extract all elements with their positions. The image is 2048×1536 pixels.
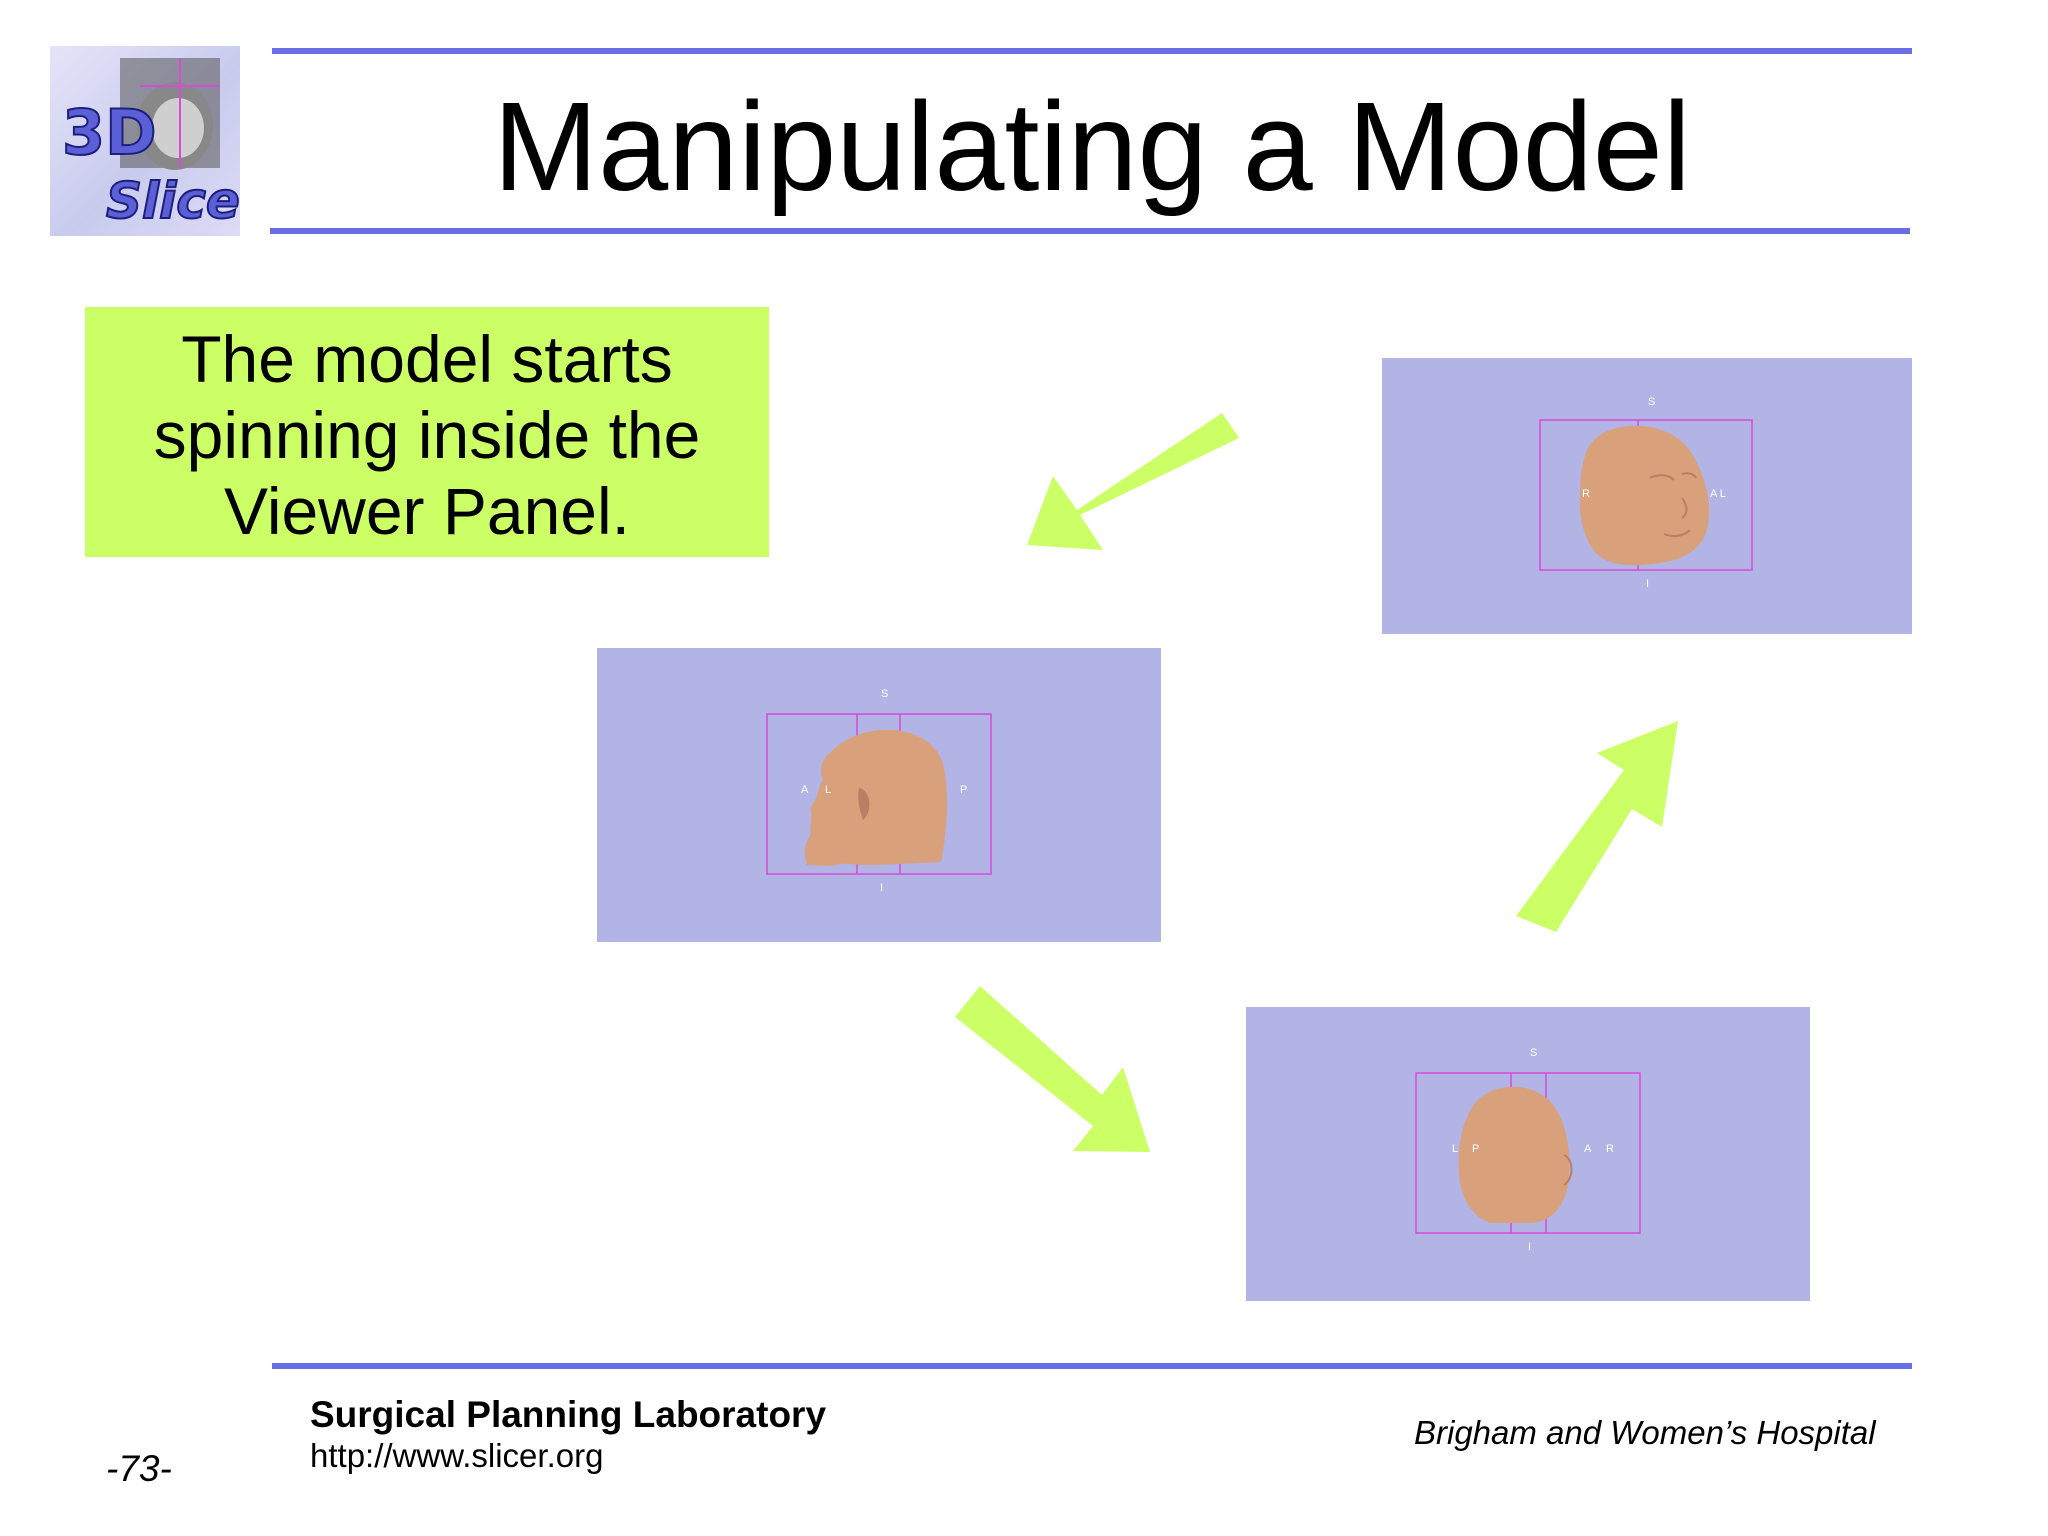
orientation-label-r: R (1606, 1143, 1614, 1155)
footer-url[interactable]: http://www.slicer.org (310, 1437, 604, 1474)
orientation-label-p: P (960, 784, 968, 796)
orientation-label-l: L (1452, 1143, 1459, 1155)
callout-line-2: spinning inside the (153, 398, 701, 472)
orientation-label-i: I (1646, 578, 1650, 590)
orientation-label-s: S (1648, 396, 1656, 408)
viewer-panel-front-view: S R A L I (1382, 358, 1912, 634)
callout-box: The model starts spinning inside the Vie… (85, 307, 769, 557)
viewer-panel-back-view: S L P A R I (1246, 1007, 1810, 1301)
orientation-label-i: I (1528, 1241, 1532, 1253)
title-top-rule (272, 48, 1912, 54)
logo-slicer-text: Slicer (106, 172, 240, 230)
orientation-label-p: P (1472, 1143, 1480, 1155)
orientation-label-al: A L (1710, 488, 1726, 500)
callout-line-1: The model starts (181, 322, 673, 396)
page-number: -73- (106, 1448, 172, 1489)
head-model-back (1458, 1086, 1570, 1223)
logo-3d-text: 3D (62, 96, 157, 169)
footer-hospital: Brigham and Women’s Hospital (1414, 1414, 1876, 1451)
callout-text: The model starts spinning inside the Vie… (85, 321, 769, 549)
footer-lab-name: Surgical Planning Laboratory (310, 1394, 827, 1435)
viewer-panel-side-view: S A L P I (597, 648, 1161, 942)
slicer-logo: 3D Slicer (50, 46, 240, 236)
arrow-up-right-icon (1516, 721, 1678, 932)
orientation-label-i: I (880, 882, 884, 894)
footer-rule (272, 1363, 1912, 1369)
orientation-label-a: A (1584, 1143, 1592, 1155)
title-bottom-rule (270, 228, 1910, 234)
orientation-label-l: L (825, 784, 832, 796)
orientation-label-s: S (1530, 1047, 1538, 1059)
arrow-down-right-icon (955, 986, 1150, 1152)
orientation-label-r: R (1582, 488, 1590, 500)
arrow-down-left-icon (1027, 413, 1239, 550)
head-model-front (1579, 425, 1710, 566)
orientation-label-s: S (881, 688, 889, 700)
head-model-side (804, 729, 947, 866)
callout-line-3: Viewer Panel. (223, 474, 631, 548)
slide-title: Manipulating a Model (493, 76, 1691, 217)
orientation-label-a: A (801, 784, 809, 796)
